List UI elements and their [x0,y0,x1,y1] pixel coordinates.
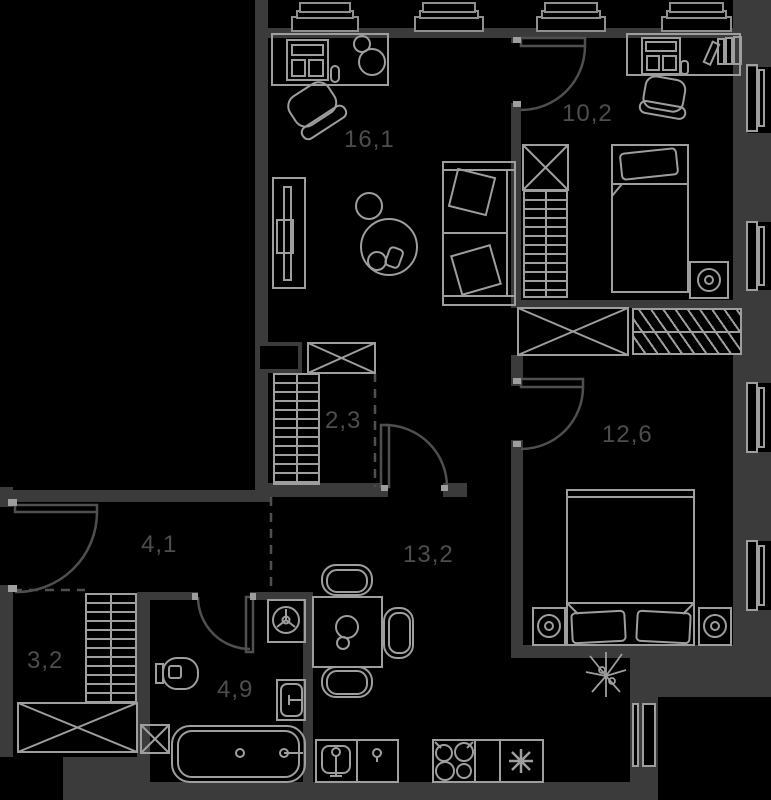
storage-shelves [85,593,137,703]
window [414,2,484,32]
dishwasher-asterisk [509,749,533,773]
wardrobe-shelves [523,190,568,298]
tv-unit [272,177,306,289]
chair-top [321,564,373,596]
stove [434,741,474,781]
plant [585,652,627,697]
books [702,36,742,66]
door-entry [13,503,99,594]
chair-right [383,607,414,659]
laundry-box-x [140,724,170,754]
sofa [442,161,516,306]
room-label-living-room: 16,1 [344,126,395,153]
radiator [746,382,765,453]
radiator [746,221,765,291]
room-label-kitchen-living: 13,2 [403,541,454,568]
window [536,2,606,32]
windows-top [291,2,732,32]
computer-2 [641,37,689,75]
toilet [155,657,199,690]
nightstand-right [698,607,732,646]
kitchen-sink [321,745,351,777]
radiator [746,64,765,132]
dining-table [312,596,383,668]
closet-shelves [273,373,320,485]
wardrobe-x [522,144,569,191]
bathtub [171,725,306,783]
wardrobe-x-row [517,307,629,356]
door-jambs [8,37,521,600]
bed-single [611,144,689,293]
desk [271,33,389,86]
room-label-hallway: 4,1 [141,531,178,558]
nightstand-left [532,607,566,646]
kitchen-counter [315,739,544,783]
vanity-sink [276,679,306,721]
cabinet-knob [372,748,382,762]
bed-double [566,489,695,646]
storage-x [17,702,138,753]
door-closet [379,423,449,489]
door-bedroom-master [519,377,585,451]
vent-shaft [256,342,302,373]
closet-x [307,342,376,374]
washing-machine [267,599,306,643]
wardrobe-hangers [632,308,742,355]
room-label-bedroom-small: 10,2 [562,100,613,127]
window [291,2,359,32]
radiators [746,64,765,611]
window-bottom [632,703,656,767]
office-chair-2 [638,75,687,120]
armchair-round [355,192,418,276]
room-label-walk-in-closet: 2,3 [325,407,362,434]
dashed-boundaries [13,373,377,592]
room-label-bathroom: 4,9 [217,676,254,703]
computer [286,39,340,83]
desk-lamp [353,35,386,76]
chair-bottom [321,666,373,698]
room-label-bedroom-master: 12,6 [602,421,653,448]
furniture [17,33,742,783]
radiator [746,540,765,611]
office-chair [287,81,348,141]
room-label-storage: 3,2 [27,647,64,674]
nightstand [689,261,729,299]
window [661,2,732,32]
door-bathroom [196,595,255,654]
